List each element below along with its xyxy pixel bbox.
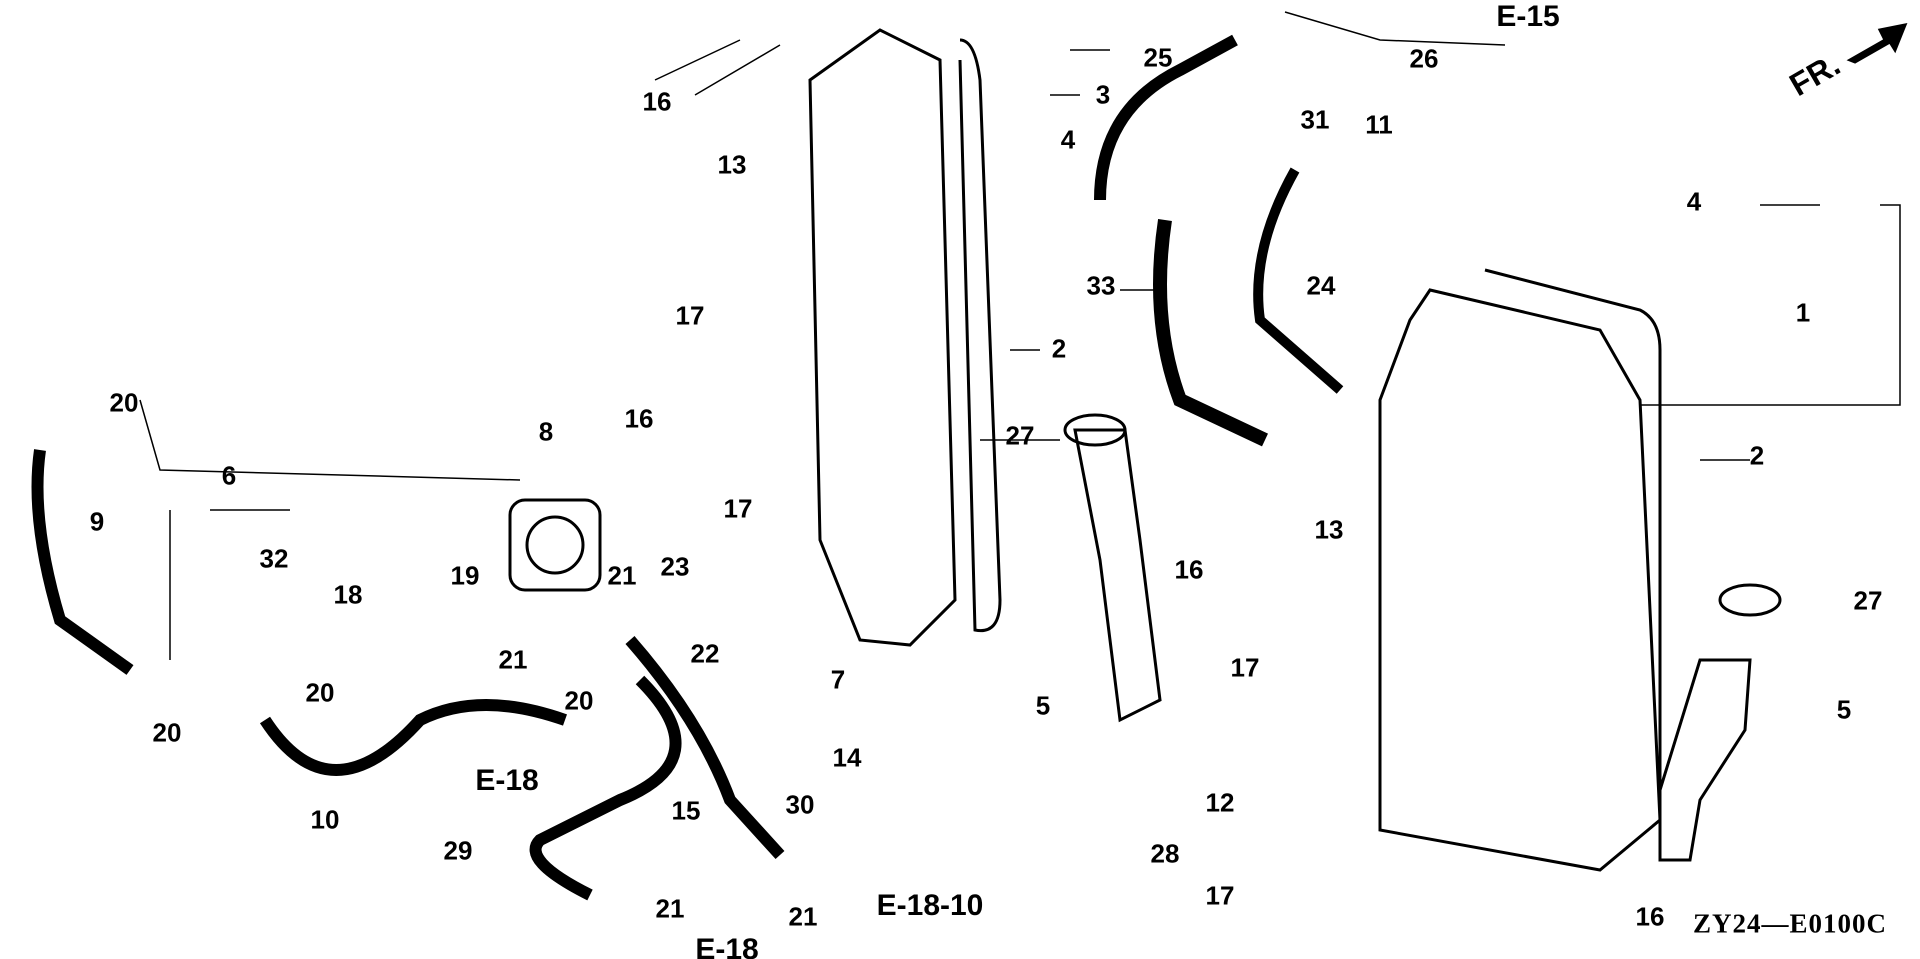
callout: 23: [660, 551, 690, 582]
callout: 26: [1409, 43, 1439, 74]
callout: 28: [1150, 838, 1180, 869]
callout: 13: [717, 149, 747, 180]
reference-e18-bottom: E-18: [695, 933, 759, 959]
filler-5-left: [1073, 428, 1162, 723]
callout: 8: [538, 416, 554, 447]
callout: 21: [607, 560, 637, 591]
hose-33: [1153, 218, 1268, 447]
callout: 9: [89, 506, 105, 537]
reference-e15: E-15: [1496, 0, 1560, 33]
right-gasket: [1484, 268, 1662, 800]
callout: 11: [1365, 109, 1393, 140]
front-arrow-icon: [1846, 22, 1908, 64]
callout: 27: [1005, 420, 1035, 451]
hose-9: [31, 449, 134, 675]
reference-e18-10: E-18-10: [876, 889, 984, 922]
callout: 20: [305, 677, 335, 708]
callout: 10: [310, 804, 340, 835]
callout: 30: [785, 789, 815, 820]
callout: 12: [1205, 787, 1235, 818]
callout: 31: [1300, 104, 1330, 135]
drawing-code: ZY24—E0100C: [1692, 908, 1888, 939]
clamp-27-left: [1063, 413, 1127, 447]
callout: 16: [1174, 554, 1204, 585]
callout: 17: [1205, 880, 1235, 911]
callout: 1: [1795, 297, 1811, 328]
callout: 14: [832, 742, 862, 773]
hose-30: [625, 636, 785, 860]
callout: 2: [1051, 333, 1067, 364]
callout: 20: [109, 387, 139, 418]
callout: 17: [675, 300, 705, 331]
hose-25: [1094, 34, 1238, 201]
callout: 15: [671, 795, 701, 826]
left-gasket: [958, 38, 1002, 633]
filler-5-right: [1658, 658, 1752, 862]
callout: 32: [259, 543, 289, 574]
hose-24: [1253, 167, 1344, 394]
callout: 18: [333, 579, 363, 610]
callout: 22: [690, 638, 720, 669]
clamp-27-right: [1718, 583, 1782, 617]
hose-10: [259, 699, 567, 776]
callout: 19: [450, 560, 480, 591]
callout: 33: [1086, 270, 1116, 301]
callout: 21: [498, 644, 528, 675]
callout: 25: [1143, 42, 1173, 73]
left-cover: [808, 28, 957, 647]
callout: 20: [152, 717, 182, 748]
callout: 4: [1686, 186, 1702, 217]
callout: 21: [788, 901, 818, 932]
callout: 5: [1035, 690, 1051, 721]
callout: 20: [564, 685, 594, 716]
callout: 16: [1635, 901, 1665, 932]
callout: 16: [642, 86, 672, 117]
callout: 29: [443, 835, 473, 866]
callout: 7: [830, 664, 846, 695]
right-cover: [1378, 288, 1662, 872]
callout: 16: [624, 403, 654, 434]
pump-8: [508, 498, 602, 592]
callout: 24: [1306, 270, 1336, 301]
callout: 21: [655, 893, 685, 924]
callout: 6: [221, 460, 237, 491]
callout: 3: [1095, 79, 1111, 110]
callout: 27: [1853, 585, 1883, 616]
hose-29: [529, 675, 682, 901]
callout: 5: [1836, 694, 1852, 725]
callout: 17: [1230, 652, 1260, 683]
callout: 17: [723, 493, 753, 524]
callout: 4: [1060, 124, 1076, 155]
callout: 13: [1314, 514, 1344, 545]
reference-e18: E-18: [475, 764, 539, 797]
callout: 2: [1749, 440, 1765, 471]
